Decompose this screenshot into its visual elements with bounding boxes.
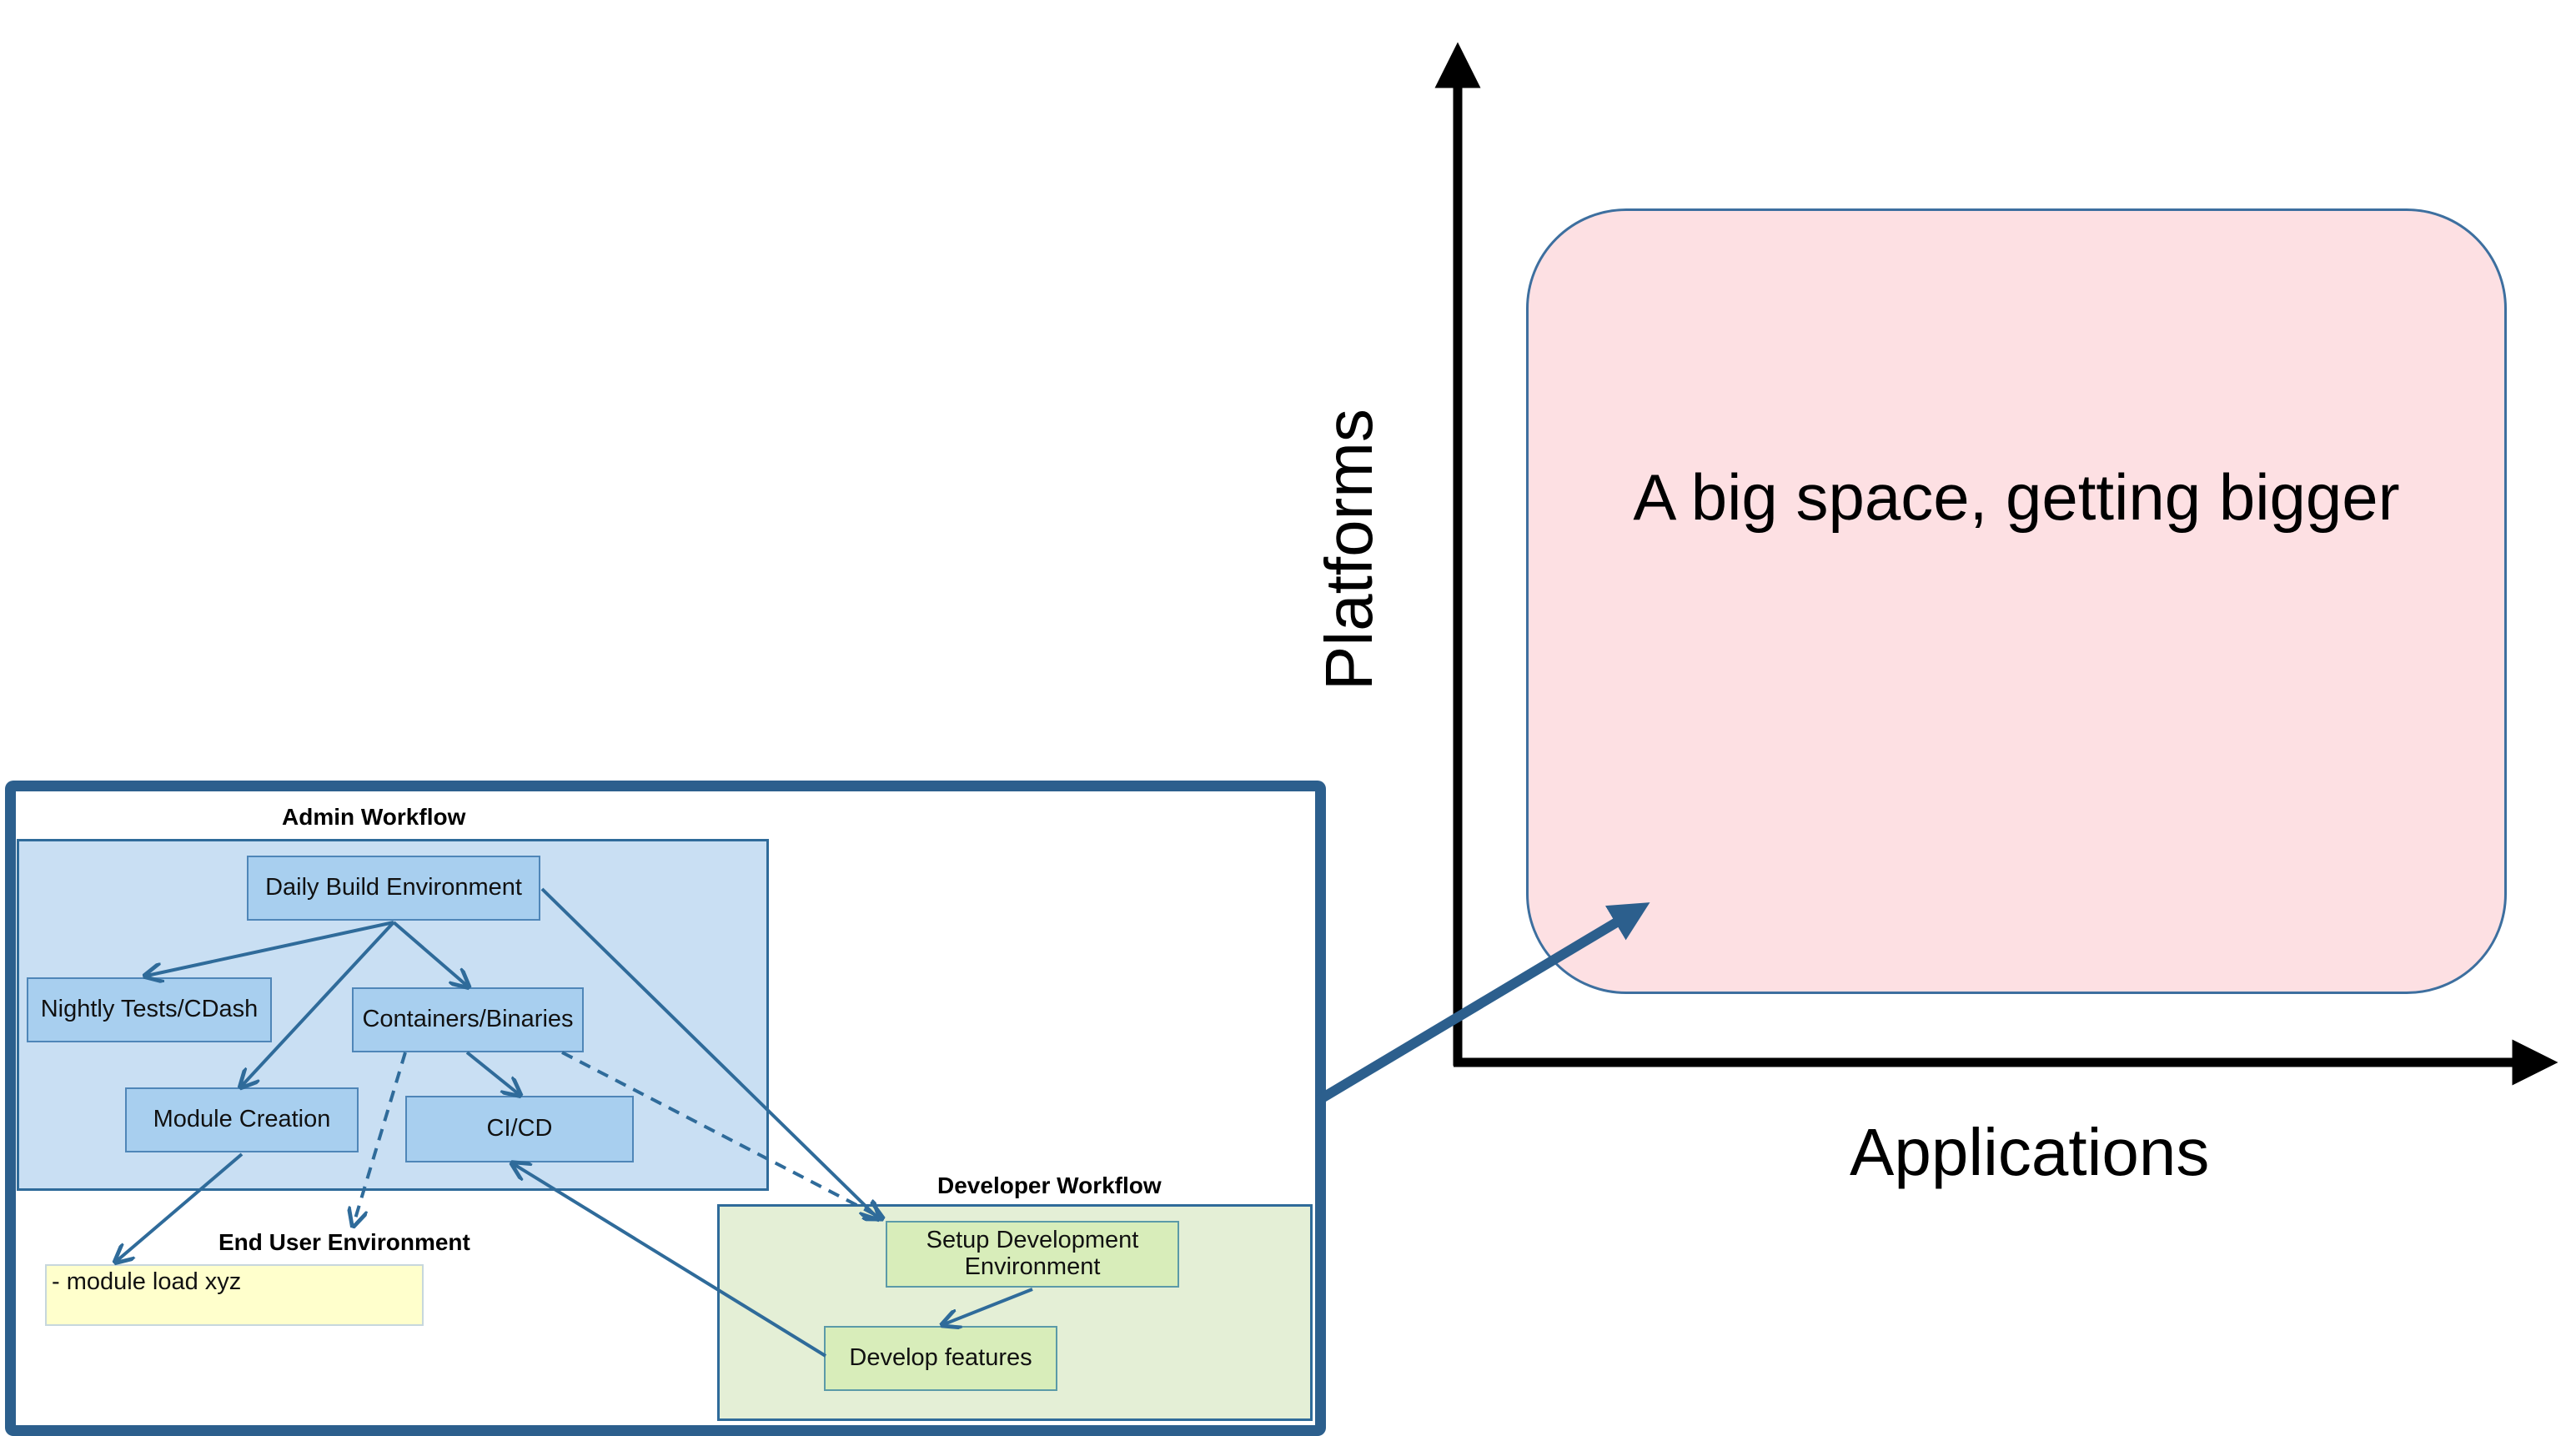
arrow-containers-to-cicd bbox=[465, 1051, 519, 1094]
node-containers-binaries[interactable]: Containers/Binaries bbox=[352, 987, 584, 1052]
arrow-daily-to-setup bbox=[540, 887, 877, 1218]
bubble-text: A big space, getting bigger bbox=[1633, 459, 2400, 534]
node-nightly-tests-cdash[interactable]: Nightly Tests/CDash bbox=[27, 977, 272, 1042]
arrow-daily-to-module bbox=[242, 921, 395, 1086]
bubble-big-space: A big space, getting bigger bbox=[1526, 208, 2507, 994]
arrow-frame-to-bubble bbox=[1314, 902, 1650, 1106]
arrow-daily-to-containers bbox=[392, 921, 467, 986]
node-label: Module Creation bbox=[153, 1106, 331, 1133]
arrow-setup-to-develop bbox=[944, 1288, 1033, 1324]
arrow-containers-to-end-user bbox=[354, 1052, 407, 1224]
node-label: Containers/Binaries bbox=[362, 1006, 574, 1033]
node-label: Develop features bbox=[849, 1344, 1032, 1372]
end-user-environment-title: End User Environment bbox=[218, 1229, 470, 1255]
arrow-develop-to-cicd bbox=[514, 1164, 827, 1358]
node-label: Nightly Tests/CDash bbox=[40, 996, 259, 1023]
node-label: Setup Development Environment bbox=[926, 1227, 1139, 1280]
node-develop-features[interactable]: Develop features bbox=[824, 1326, 1057, 1391]
node-ci-cd[interactable]: CI/CD bbox=[405, 1096, 634, 1162]
note-text: - module load xyz bbox=[52, 1268, 242, 1295]
x-axis-label: Applications bbox=[1850, 1115, 2210, 1189]
node-daily-build-environment[interactable]: Daily Build Environment bbox=[247, 856, 540, 921]
node-label: CI/CD bbox=[486, 1115, 553, 1142]
admin-workflow-title: Admin Workflow bbox=[282, 804, 466, 830]
arrow-daily-to-nightly bbox=[147, 921, 394, 976]
end-user-module-load-note: - module load xyz bbox=[45, 1264, 424, 1326]
developer-workflow-title: Developer Workflow bbox=[937, 1172, 1162, 1198]
node-label: Daily Build Environment bbox=[265, 874, 522, 901]
arrow-module-to-end-user bbox=[117, 1152, 244, 1261]
arrow-containers-to-setup bbox=[561, 1051, 881, 1218]
node-setup-development-environment[interactable]: Setup Development Environment bbox=[886, 1221, 1179, 1288]
